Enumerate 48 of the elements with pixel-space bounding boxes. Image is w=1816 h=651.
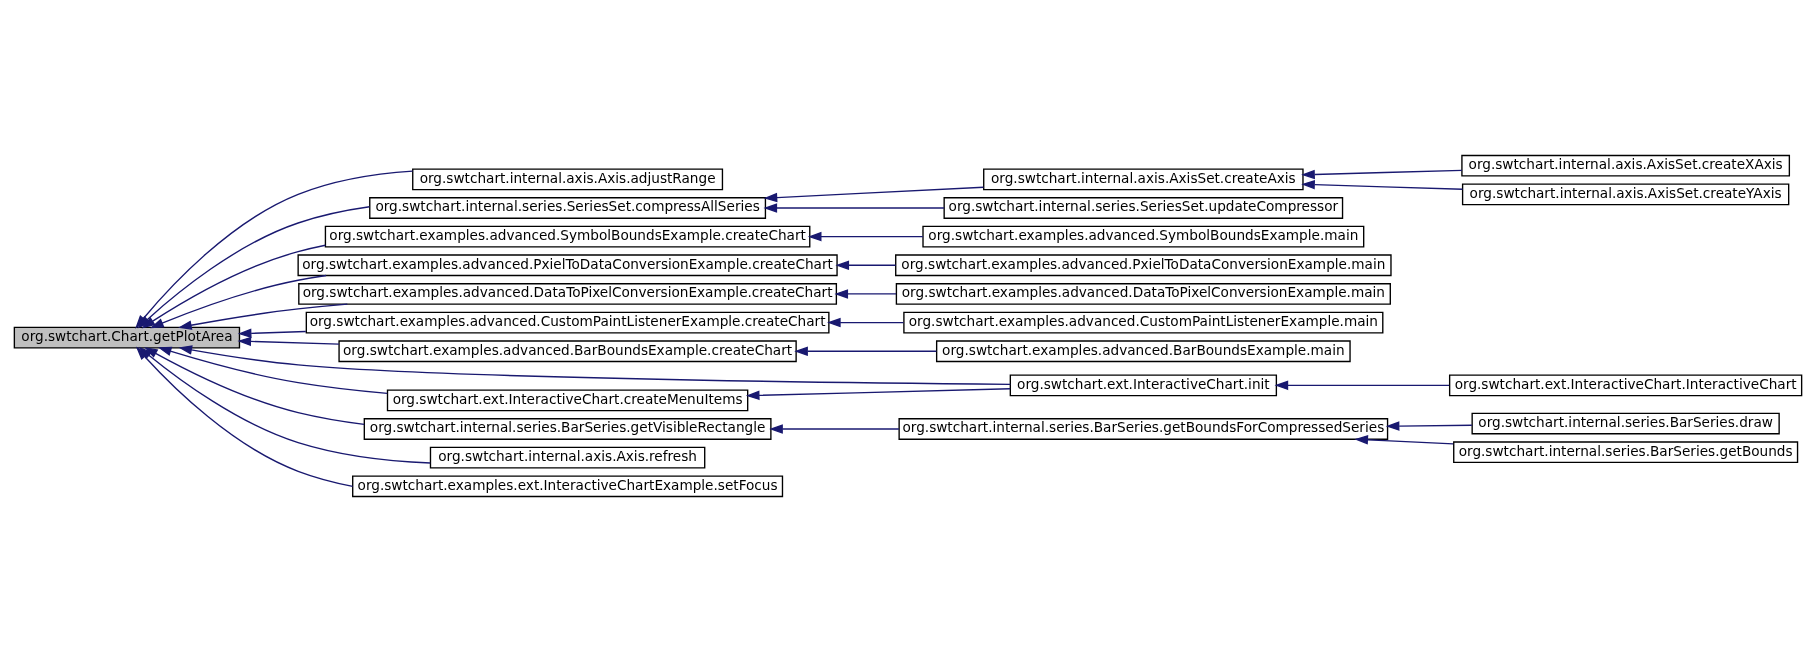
arrow xyxy=(745,387,1011,400)
node-box: org.swtchart.ext.InteractiveChart.InteractiveChart xyxy=(1448,373,1803,396)
arrow xyxy=(1354,434,1454,445)
arrow xyxy=(1385,420,1473,431)
arrow xyxy=(141,244,327,328)
arrow xyxy=(807,231,924,241)
node-box: org.swtchart.examples.advanced.BarBoundsExample.main xyxy=(935,339,1351,362)
arrow xyxy=(763,186,985,202)
node-box: org.swtchart.examples.advanced.BarBoundsExample.createChart xyxy=(338,339,797,362)
arrow xyxy=(1301,179,1464,190)
arrow xyxy=(769,423,900,434)
node-box: org.swtchart.internal.series.SeriesSet.updateCompressor xyxy=(943,196,1344,219)
arrow xyxy=(178,303,348,330)
node-box: org.swtchart.internal.series.SeriesSet.compressAllSeries xyxy=(369,196,767,219)
arrow xyxy=(763,202,945,213)
arrow xyxy=(144,346,365,425)
node-box: org.swtchart.examples.advanced.PxielToDataConversionExample.createChart xyxy=(297,253,838,276)
node-box: org.swtchart.ext.InteractiveChart.createMenuItems xyxy=(386,388,749,411)
node-box: org.swtchart.examples.advanced.PxielToDataConversionExample.main xyxy=(895,253,1392,276)
node-box: org.swtchart.examples.advanced.DataToPixelConversionExample.createChart xyxy=(298,282,838,305)
arrow xyxy=(150,274,327,328)
node-box: org.swtchart.internal.axis.AxisSet.createYAxis xyxy=(1461,182,1790,205)
node-box: org.swtchart.ext.InteractiveChart.init xyxy=(1009,373,1278,396)
arrow xyxy=(1301,169,1463,179)
node-box: org.swtchart.internal.axis.Axis.refresh xyxy=(429,446,706,469)
node-box: org.swtchart.internal.series.BarSeries.getBounds xyxy=(1453,440,1799,463)
node-box: org.swtchart.internal.series.BarSeries.getBoundsForCompressedSeries xyxy=(898,417,1389,440)
node-box: org.swtchart.examples.advanced.SymbolBoundsExample.createChart xyxy=(324,225,811,248)
node-box: org.swtchart.internal.axis.Axis.adjustRange xyxy=(412,167,724,190)
node-box: org.swtchart.internal.axis.AxisSet.createXAxis xyxy=(1461,154,1791,177)
arrow xyxy=(237,328,307,338)
node-box: org.swtchart.Chart.getPlotArea xyxy=(13,326,241,348)
arrow xyxy=(178,344,1011,385)
node-box: org.swtchart.internal.series.BarSeries.draw xyxy=(1471,412,1780,434)
node-box: org.swtchart.examples.advanced.SymbolBoundsExample.main xyxy=(922,225,1365,248)
node-box: org.swtchart.examples.advanced.CustomPaintListenerExample.main xyxy=(903,311,1384,333)
node-box: org.swtchart.examples.ext.InteractiveChartExample.setFocus xyxy=(352,474,784,497)
arrow xyxy=(157,346,388,394)
arrow xyxy=(1274,380,1450,390)
arrow xyxy=(834,288,897,299)
arrow xyxy=(237,336,340,346)
node-box: org.swtchart.examples.advanced.CustomPaintListenerExample.createChart xyxy=(305,311,830,333)
arrow xyxy=(835,260,897,270)
arrow xyxy=(794,345,937,356)
arrow xyxy=(827,317,905,327)
node-box: org.swtchart.internal.series.BarSeries.getVisibleRectangle xyxy=(363,417,772,440)
node-box: org.swtchart.internal.axis.AxisSet.createAxis xyxy=(983,167,1304,190)
node-box: org.swtchart.examples.advanced.DataToPixelConversionExample.main xyxy=(895,282,1391,305)
